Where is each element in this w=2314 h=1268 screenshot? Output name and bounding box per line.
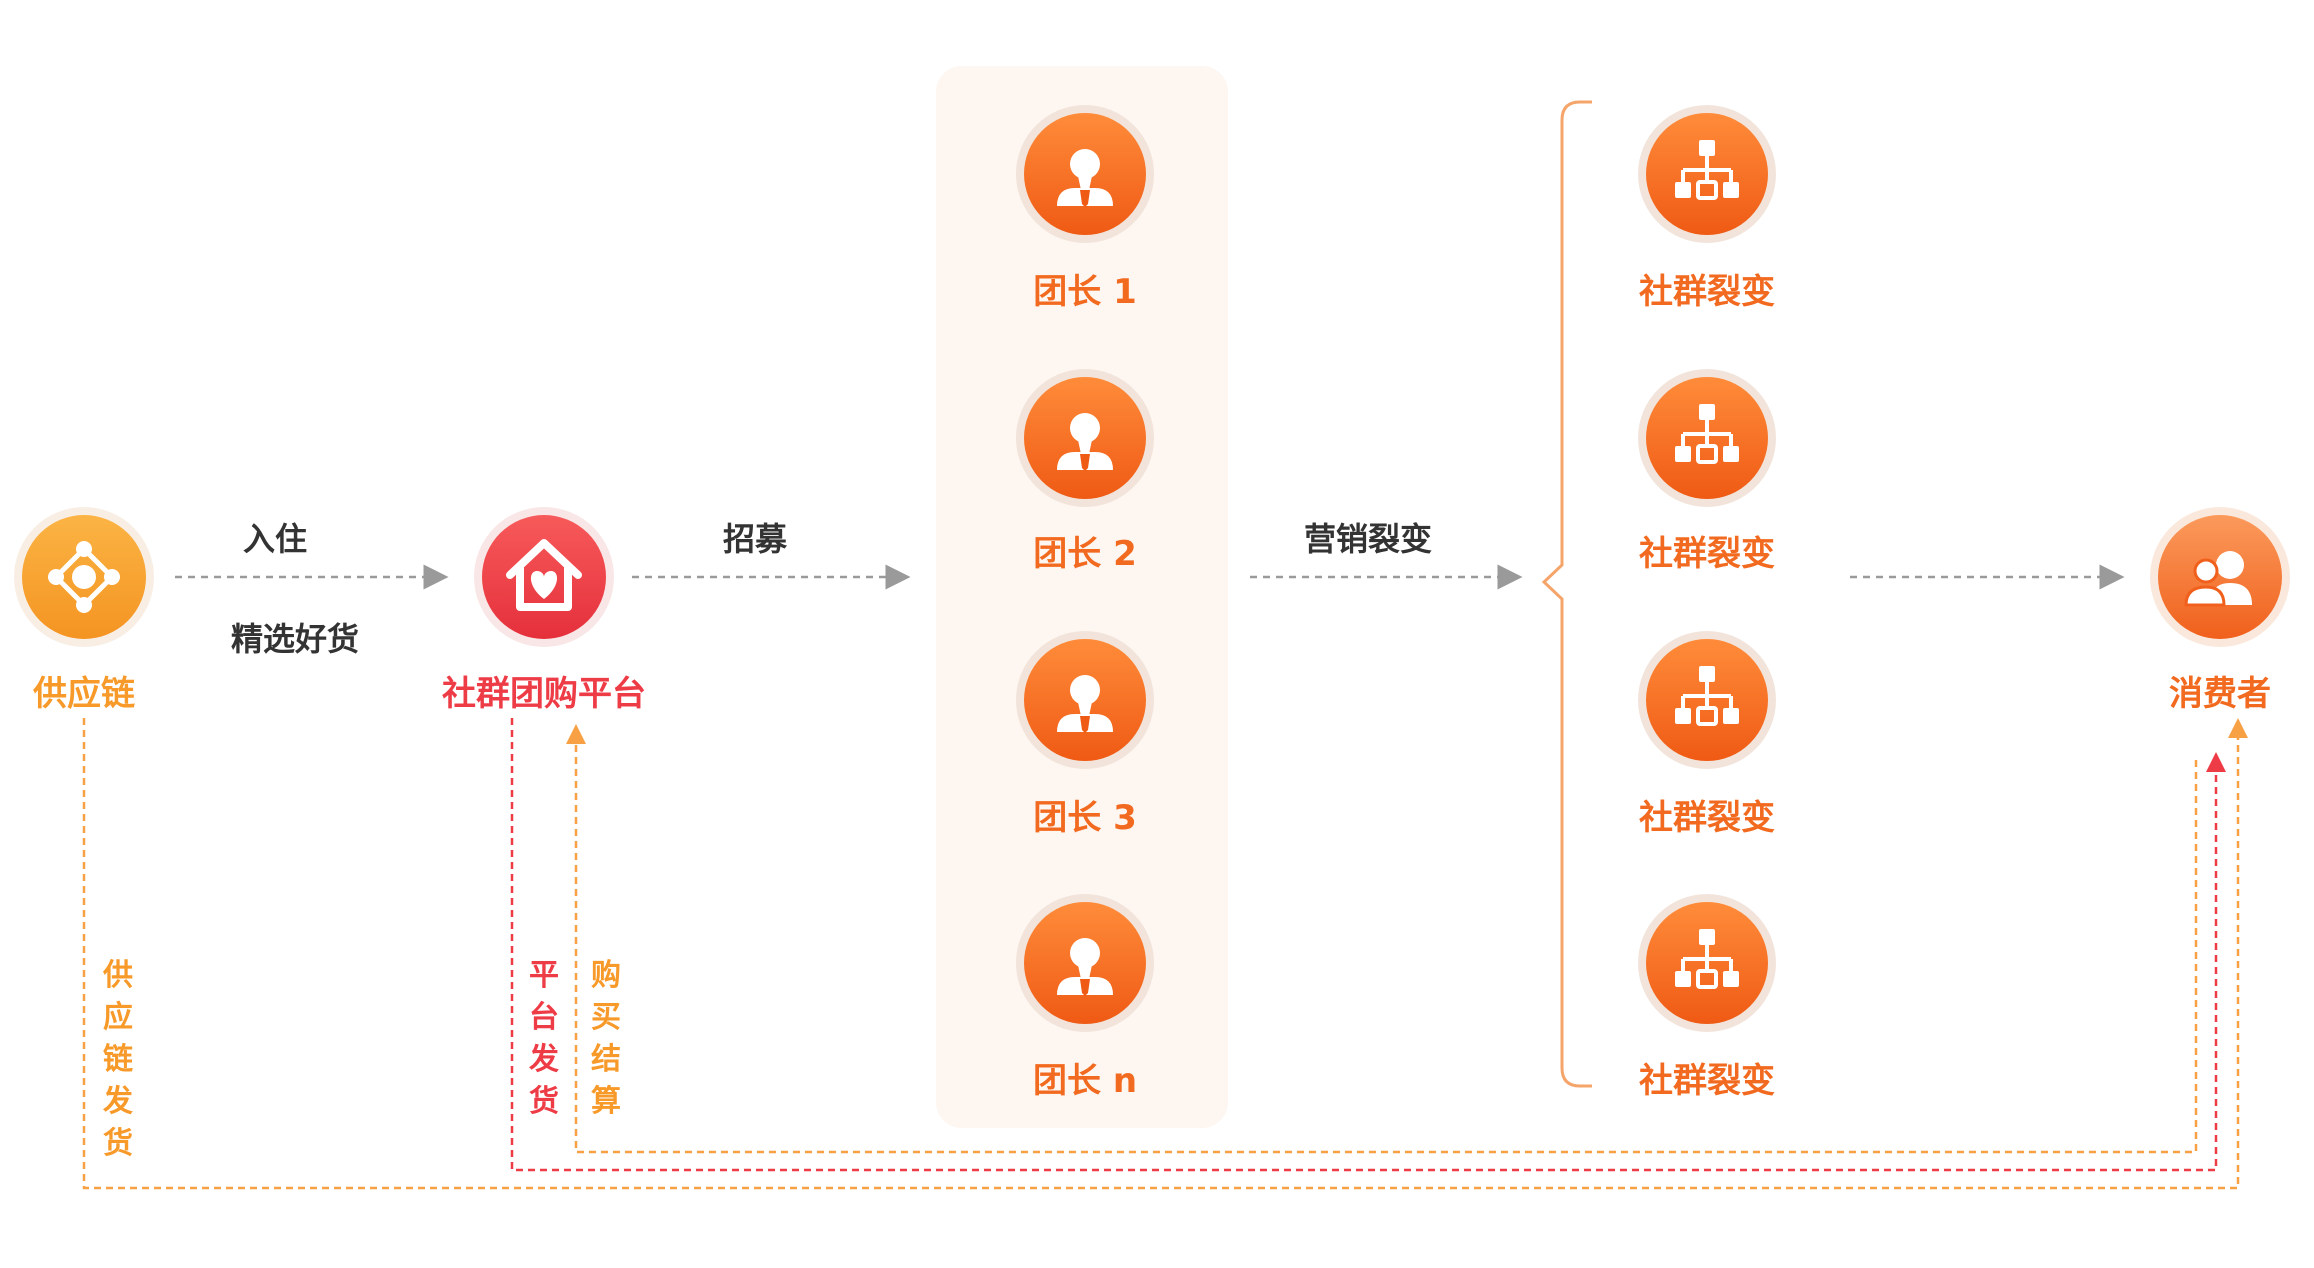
house-heart-icon xyxy=(474,507,614,647)
hierarchy-icon xyxy=(1637,893,1777,1033)
person-tie-icon xyxy=(1016,894,1154,1032)
person-tie-icon xyxy=(1016,105,1154,243)
return-purchase-settle-line xyxy=(574,742,2198,1154)
fission-label-2: 社群裂变 xyxy=(1639,534,1775,574)
leader-label-2: 团长 2 xyxy=(1033,534,1137,574)
supply-network-icon xyxy=(14,507,154,647)
fission-label-3: 社群裂变 xyxy=(1639,798,1775,838)
return-supply-ship-line xyxy=(82,718,2240,1190)
hierarchy-icon xyxy=(1637,104,1777,244)
fission-label-1: 社群裂变 xyxy=(1639,272,1775,312)
hierarchy-icon xyxy=(1637,368,1777,508)
person-tie-icon xyxy=(1016,369,1154,507)
users-icon xyxy=(2150,507,2290,647)
return-label-supply-ship: 供应链发货 xyxy=(103,958,133,1161)
return-purchase-settle-arrowhead xyxy=(566,724,586,744)
leader-label-1: 团长 1 xyxy=(1033,272,1137,312)
platform-label: 社群团购平台 xyxy=(442,674,646,714)
person-tie-icon xyxy=(1016,631,1154,769)
hierarchy-icon xyxy=(1637,630,1777,770)
consumer-label: 消费者 xyxy=(2169,674,2271,714)
edge-label-settle-in: 入住 xyxy=(242,520,308,558)
leader-panel xyxy=(936,66,1228,1128)
return-label-platform-ship: 平台发货 xyxy=(529,958,559,1119)
leader-label-n: 团长 n xyxy=(1032,1061,1138,1101)
return-supply-ship-arrowhead xyxy=(2228,718,2248,738)
return-platform-ship-line xyxy=(510,718,2218,1172)
supply-chain-label: 供应链 xyxy=(33,674,135,714)
fission-label-4: 社群裂变 xyxy=(1639,1061,1775,1101)
return-label-purchase-settle: 购买结算 xyxy=(591,958,621,1119)
edge-label-select-goods: 精选好货 xyxy=(230,620,360,658)
edge-label-recruit: 招募 xyxy=(722,520,788,558)
fission-bracket xyxy=(1541,100,1592,1088)
leader-label-3: 团长 3 xyxy=(1033,798,1137,838)
return-platform-ship-arrowhead xyxy=(2206,752,2226,772)
edge-label-marketing-fission: 营销裂变 xyxy=(1303,520,1433,558)
